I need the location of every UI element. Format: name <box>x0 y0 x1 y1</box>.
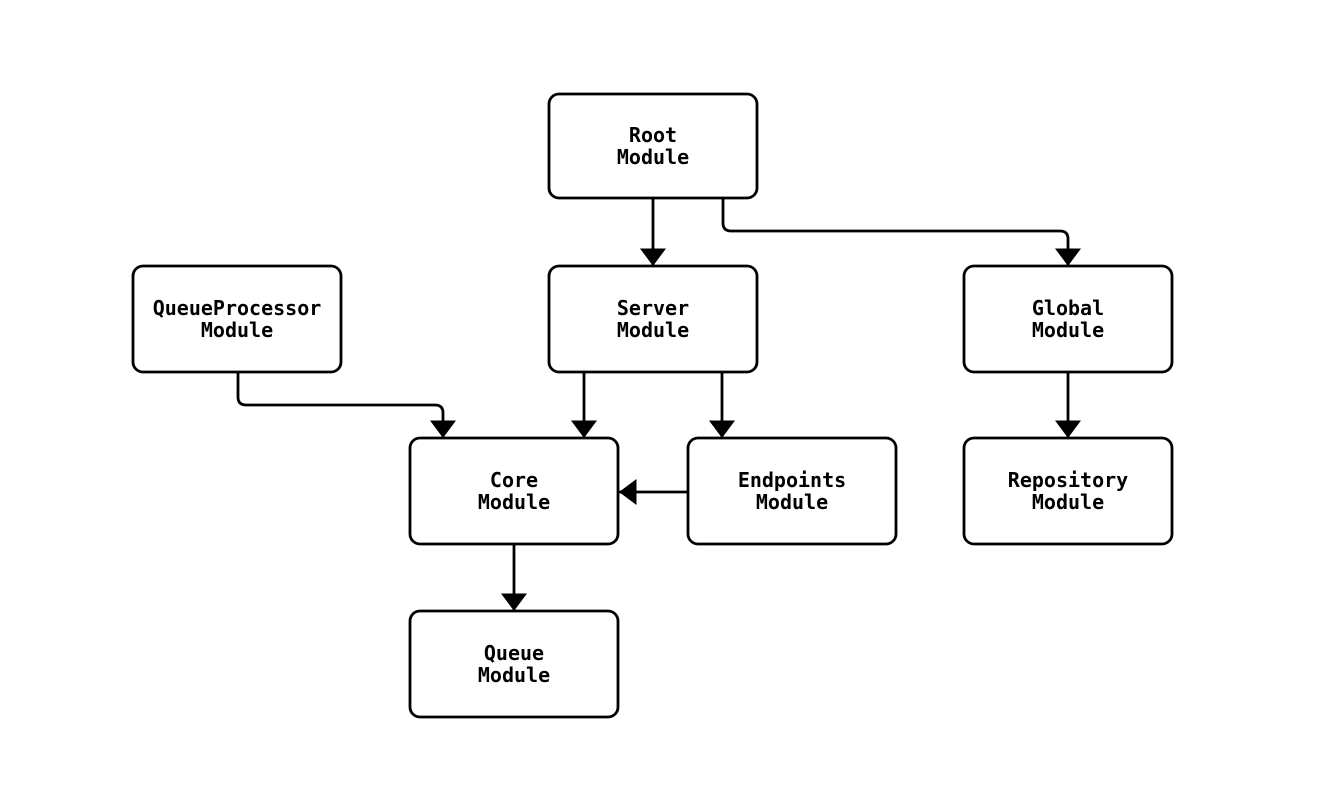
edge-root-to-global <box>721 198 1081 266</box>
node-queue-box <box>408 609 620 719</box>
node-root-box <box>547 92 759 200</box>
node-endpoints-box <box>686 436 898 546</box>
node-core-box <box>408 436 620 546</box>
node-global-box <box>962 264 1174 374</box>
node-server-box <box>547 264 759 374</box>
node-repository-box <box>962 436 1174 546</box>
edge-queue-processor-to-core <box>236 372 456 438</box>
node-queue-processor-box <box>131 264 343 374</box>
